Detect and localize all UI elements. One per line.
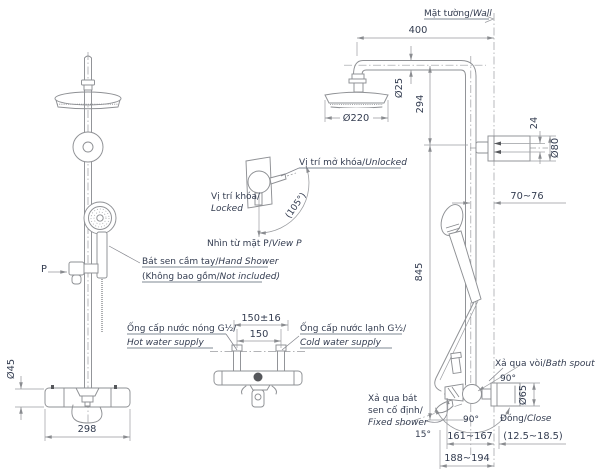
dim-161-167: 161~167 [447,431,493,442]
angle-90-spout: 90° [500,374,516,384]
fixed-outlet [444,383,464,402]
dim-150-tol: 150±16 [241,313,280,324]
dim-400: 400 [409,25,428,36]
dim-298: 298 [78,424,97,435]
spout-angle-line [477,365,520,392]
wall-label: Mặt tường/Wall [424,8,492,19]
side-view [324,60,531,434]
bath-spout-label: Xả qua vòi/Bath spout [495,358,595,369]
dim-70-76: 70~76 [510,191,543,202]
dim-dia45: Ø45 [5,359,17,379]
hand-shower-handle [96,231,108,279]
cold-supply-label-en: Cold water supply [300,338,382,348]
outlet-loop [71,404,103,424]
view-p-caption: Nhìn từ mặt P/View P [207,239,302,249]
hand-shower-note: (Không bao gồm/Not included) [142,271,280,282]
supply-detail [213,344,303,408]
hand-shower-label: Bát sen cầm tay/Hand Shower [142,256,280,267]
shower-ring-holder [72,131,104,163]
knob-handle [269,173,287,185]
diverter-knob [253,372,263,382]
arc-handle-rotation [435,407,510,434]
angle-90-handle: 90° [463,415,479,425]
fixed-shower-label-1: Xả qua bát [368,393,418,404]
locked-label-vi: Vị trí khóa/ [211,191,261,202]
hot-supply-label-en: Hot water supply [127,338,204,348]
bath-spout [490,382,521,407]
dim-125-185: (12.5~18.5) [503,431,562,442]
dimensions [15,15,566,469]
dim-dia25: Ø25 [393,78,405,98]
unlocked-label: Vị trí mở khóa/Unlocked [299,157,407,168]
dim-dia220: Ø220 [343,112,369,124]
dim-150: 150 [250,329,269,340]
hot-supply-label-vi: Ống cấp nước nóng G½/ [127,321,237,334]
angle-15: 15° [415,430,431,440]
lever-handle [434,399,454,414]
valve-knob [247,170,271,194]
locked-label-en: Locked [211,204,243,214]
view-p-detail [245,156,310,237]
fixed-shower-label-en: Fixed shower [368,418,429,428]
valve-body [462,384,482,404]
fixed-shower-leader [425,397,450,423]
hose-side [434,301,475,392]
cold-supply-label-vi: Ống cấp nước lạnh G½/ [300,321,407,334]
dim-845: 845 [414,263,425,282]
close-label: Đóng/Close [500,413,552,424]
slide-holder [83,263,99,274]
front-view [44,55,131,424]
dim-dia65: Ø65 [517,385,529,405]
dim-dia80: Ø80 [549,138,561,158]
arc-105 [258,165,310,235]
dim-294: 294 [415,95,426,114]
leaders [108,167,504,382]
fixed-shower-label-2: sen cố định/ [368,405,424,416]
wall-flange [487,135,531,162]
dim-188-194: 188~194 [444,453,490,464]
p-marker: P [41,264,47,275]
dim-24: 24 [529,117,540,129]
